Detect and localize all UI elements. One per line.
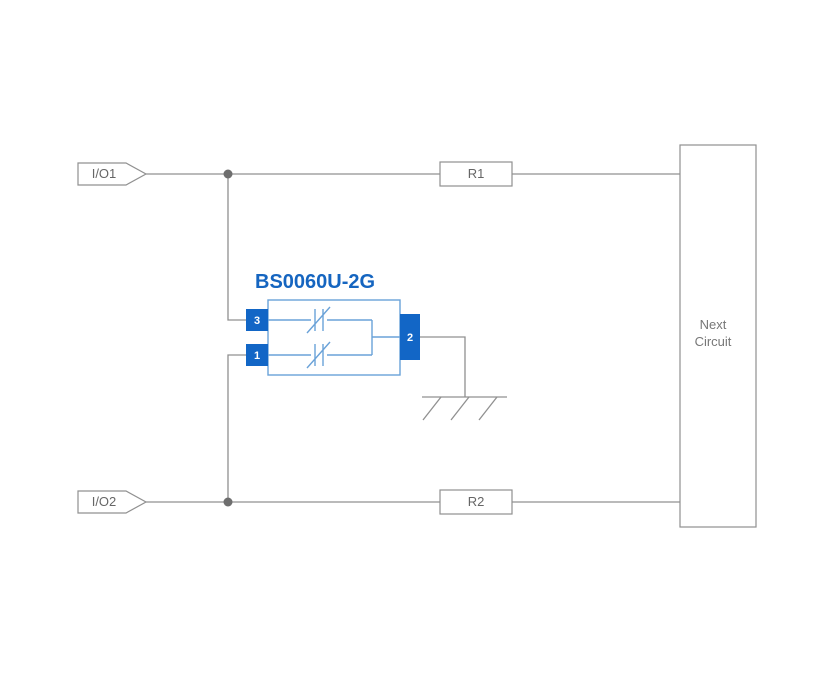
wire-branch-to-pin3 xyxy=(227,174,246,321)
ground-hatch-3 xyxy=(478,396,498,421)
wire-branch-to-pin1 xyxy=(227,354,246,502)
ground-hatch-1 xyxy=(422,396,442,421)
wire-pin2-to-ground xyxy=(420,336,466,397)
io1-label: I/O1 xyxy=(92,166,117,181)
pin3: 3 xyxy=(246,309,268,331)
io2-tag-shape xyxy=(77,490,148,514)
r1-label: R1 xyxy=(468,166,485,181)
pin2-pad xyxy=(400,314,420,360)
junction-dot-top xyxy=(223,169,233,179)
bottom-element-slash xyxy=(306,341,331,369)
pin1: 1 xyxy=(246,344,268,366)
pin3-label: 3 xyxy=(254,315,260,327)
top-element-slash xyxy=(306,306,331,334)
pin1-label: 1 xyxy=(254,350,260,362)
pin2-label: 2 xyxy=(407,332,413,344)
io1-tag: I/O1 xyxy=(77,162,148,186)
r2-body xyxy=(439,489,513,515)
junction-dot-bottom xyxy=(223,497,233,507)
io2-tag: I/O2 xyxy=(77,490,148,514)
tvs-component: 3 1 2 xyxy=(246,299,420,376)
next-circuit-block: Next Circuit xyxy=(679,144,757,528)
top-element-symbol xyxy=(268,306,372,334)
resistor-r1: R1 xyxy=(439,161,513,187)
io1-tag-shape xyxy=(77,162,148,186)
pin1-pad xyxy=(246,344,268,366)
next-circuit-body xyxy=(679,144,757,528)
pin3-pad xyxy=(246,309,268,331)
resistor-r2: R2 xyxy=(439,489,513,515)
chassis-ground-icon xyxy=(422,396,507,421)
pin2: 2 xyxy=(400,314,420,360)
r2-label: R2 xyxy=(468,494,485,509)
bottom-element-symbol xyxy=(268,341,372,369)
io2-label: I/O2 xyxy=(92,494,117,509)
part-number-label: BS0060U-2G xyxy=(255,271,375,293)
r1-body xyxy=(439,161,513,187)
next-circuit-label-line1: Next xyxy=(700,317,727,332)
ground-hatch-2 xyxy=(450,396,470,421)
next-circuit-label-line2: Circuit xyxy=(695,334,732,349)
